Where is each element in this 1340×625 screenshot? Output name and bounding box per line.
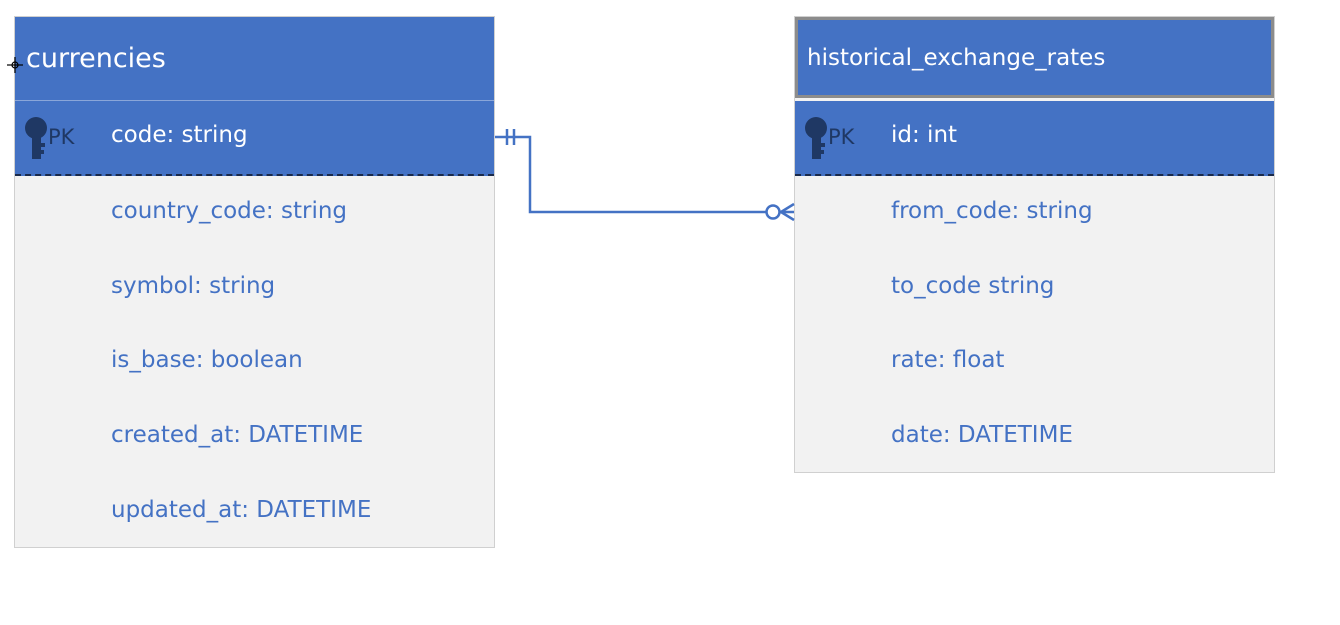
entity-header[interactable]: currencies — [15, 17, 494, 101]
cardinality-many-marker — [780, 202, 795, 214]
cardinality-many-marker — [780, 210, 795, 222]
entity-currencies[interactable]: currencies PK code: string country_code:… — [14, 16, 495, 548]
field-row[interactable]: is_base: boolean — [111, 347, 303, 373]
field-row[interactable]: rate: float — [891, 347, 1005, 373]
entity-historical-exchange-rates[interactable]: historical_exchange_rates PK id: int fro… — [794, 16, 1275, 473]
field-row[interactable]: created_at: DATETIME — [111, 422, 364, 448]
entity-title: currencies — [26, 43, 166, 74]
pk-field[interactable]: code: string — [111, 122, 248, 148]
field-row[interactable]: from_code: string — [891, 198, 1093, 224]
entity-header[interactable]: historical_exchange_rates — [795, 17, 1274, 98]
pk-field[interactable]: id: int — [891, 122, 958, 148]
primary-key-row[interactable]: PK code: string — [15, 101, 494, 176]
cardinality-zero-marker — [765, 204, 781, 220]
key-icon — [805, 117, 827, 159]
pk-label: PK — [48, 125, 75, 149]
move-cursor-icon — [7, 57, 23, 73]
field-row[interactable]: symbol: string — [111, 273, 276, 299]
entity-title: historical_exchange_rates — [807, 44, 1106, 71]
primary-key-row[interactable]: PK id: int — [795, 101, 1274, 176]
key-icon — [25, 117, 47, 159]
field-row[interactable]: country_code: string — [111, 198, 348, 224]
field-row[interactable]: date: DATETIME — [891, 422, 1073, 448]
field-row[interactable]: updated_at: DATETIME — [111, 497, 372, 523]
field-row[interactable]: to_code string — [891, 273, 1055, 299]
pk-label: PK — [828, 125, 855, 149]
